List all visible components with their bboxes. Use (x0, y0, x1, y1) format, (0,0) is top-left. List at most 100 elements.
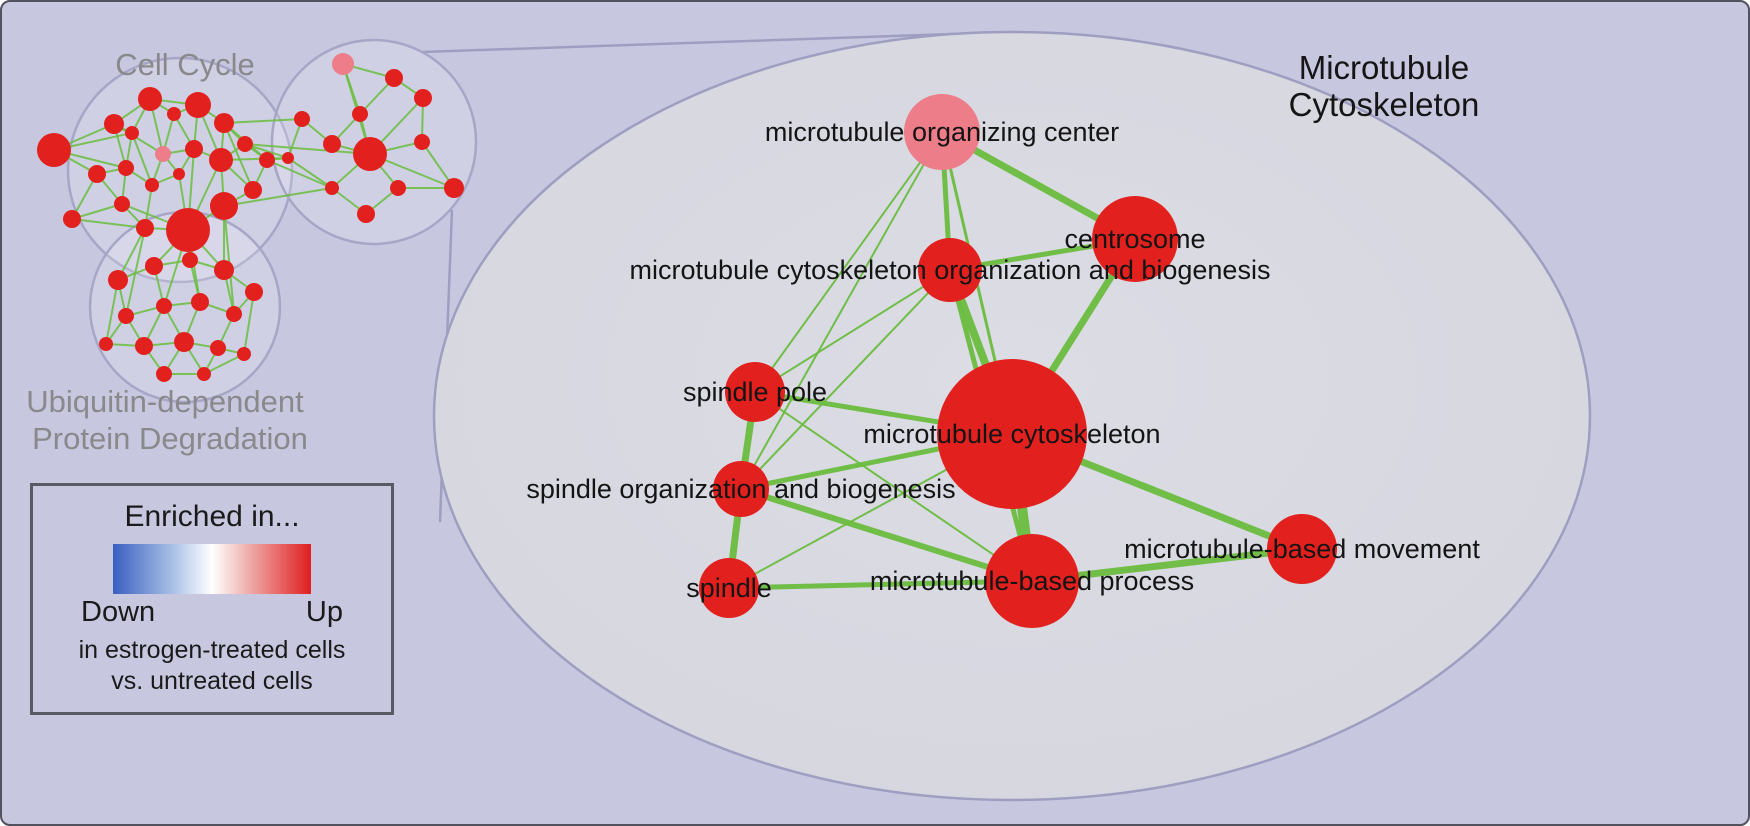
overview-node (197, 367, 211, 381)
overview-node (99, 337, 113, 351)
overview-node (237, 136, 253, 152)
overview-node (145, 178, 159, 192)
overview-node (156, 298, 172, 314)
label-microtubule-cytoskeleton-organization-and-biogenesis: microtubule cytoskeleton organization an… (630, 255, 1271, 285)
overview-node (294, 111, 310, 127)
legend-down-label: Down (81, 596, 156, 628)
microtubule-title-line1: Microtubule (1299, 49, 1470, 86)
node-microtubule-based-movement (1267, 514, 1337, 584)
overview-node (210, 340, 226, 356)
node-spindle-organization-and-biogenesis (713, 461, 769, 517)
label-spindle: spindle (686, 573, 772, 603)
overview-edge (223, 122, 254, 191)
overview-node (136, 219, 154, 237)
overview-node (332, 53, 354, 75)
overview-node (444, 178, 464, 198)
overview-node (244, 181, 262, 199)
overview-node (214, 113, 234, 133)
overview-node (125, 126, 139, 140)
overview-node (245, 283, 263, 301)
legend-title: Enriched in... (124, 500, 300, 533)
overview-node (37, 133, 71, 167)
overview-node (145, 257, 163, 275)
overview-node (185, 140, 203, 158)
label-spindle-pole: spindle pole (683, 377, 827, 407)
overview-edge (243, 291, 255, 355)
label-microtubule-organizing-center: microtubule organizing center (765, 117, 1119, 147)
microtubule-title-line2: Cytoskeleton (1289, 86, 1480, 123)
node-microtubule-based-process (985, 534, 1079, 628)
overview-node (173, 168, 185, 180)
overview-node (325, 181, 339, 195)
label-centrosome: centrosome (1064, 224, 1205, 254)
node-spindle (699, 558, 759, 618)
cell-cycle-label: Cell Cycle (115, 47, 255, 82)
node-microtubule-cytoskeleton-organization-and-biogenesis (918, 238, 982, 302)
overview-nodes (37, 53, 464, 382)
overview-edge (125, 227, 146, 317)
overview-node (114, 196, 130, 212)
legend-box: Enriched in... Down Up in estrogen-treat… (30, 483, 394, 715)
zoom-cone-line (421, 30, 1013, 54)
zoom-edge (754, 391, 1033, 582)
overview-node (414, 134, 430, 150)
overview-node (118, 160, 134, 176)
overview-node (353, 137, 387, 171)
overview-node (323, 135, 341, 153)
overview-edge (203, 353, 245, 375)
overview-node (191, 293, 209, 311)
overview-edge (223, 187, 333, 207)
zoom-edge (740, 131, 943, 490)
overview-node (104, 114, 124, 134)
legend-up-label: Up (305, 596, 343, 628)
overview-node (138, 87, 162, 111)
overview-node (118, 308, 134, 324)
zoom-edge (728, 578, 1033, 591)
zoom-edge (740, 269, 951, 490)
overview-node (226, 306, 242, 322)
label-microtubule-based-process: microtubule-based process (870, 566, 1194, 596)
overview-node (214, 260, 234, 280)
overview-node (185, 92, 211, 118)
overview-edge (223, 118, 303, 124)
label-microtubule-based-movement: microtubule-based movement (1124, 534, 1480, 564)
overview-node (167, 107, 181, 121)
overview-node (352, 106, 368, 122)
overview-node (156, 366, 172, 382)
overview-node (259, 152, 275, 168)
overview-node (108, 270, 128, 290)
overview-node (390, 180, 406, 196)
label-spindle-organization-and-biogenesis: spindle organization and biogenesis (526, 474, 955, 504)
overview-node (209, 148, 233, 172)
overview-node (63, 210, 81, 228)
legend-subtitle-line1: in estrogen-treated cells (78, 636, 346, 664)
legend-subtitle-line2: vs. untreated cells (111, 667, 313, 696)
overview-edge (266, 159, 333, 189)
overview-edge (71, 218, 146, 229)
zoom-edge (740, 486, 1033, 584)
overview-node (174, 332, 194, 352)
overview-edge (105, 279, 119, 345)
overview-node (357, 205, 375, 223)
zoom-edge (754, 131, 943, 393)
overview-node (182, 252, 198, 268)
zoom-labels: microtubule organizing centercentrosomem… (526, 117, 1480, 603)
legend-gradient-bar (113, 544, 311, 594)
node-centrosome (1092, 196, 1178, 282)
zoom-nodes (699, 94, 1337, 628)
overview-node (210, 192, 238, 220)
label-microtubule-cytoskeleton: microtubule cytoskeleton (863, 419, 1160, 449)
zoom-edge (754, 269, 951, 393)
overview-edge (287, 157, 333, 189)
overview-edge (244, 143, 371, 155)
overview-node (155, 146, 171, 162)
overview-node (166, 208, 210, 252)
overview-node (282, 152, 294, 164)
node-microtubule-organizing-center (904, 94, 980, 170)
node-spindle-pole (725, 362, 785, 422)
overview-node (414, 89, 432, 107)
overview-node (135, 337, 153, 355)
ubiquitin-label-line1: Ubiquitin-dependent (26, 384, 304, 419)
